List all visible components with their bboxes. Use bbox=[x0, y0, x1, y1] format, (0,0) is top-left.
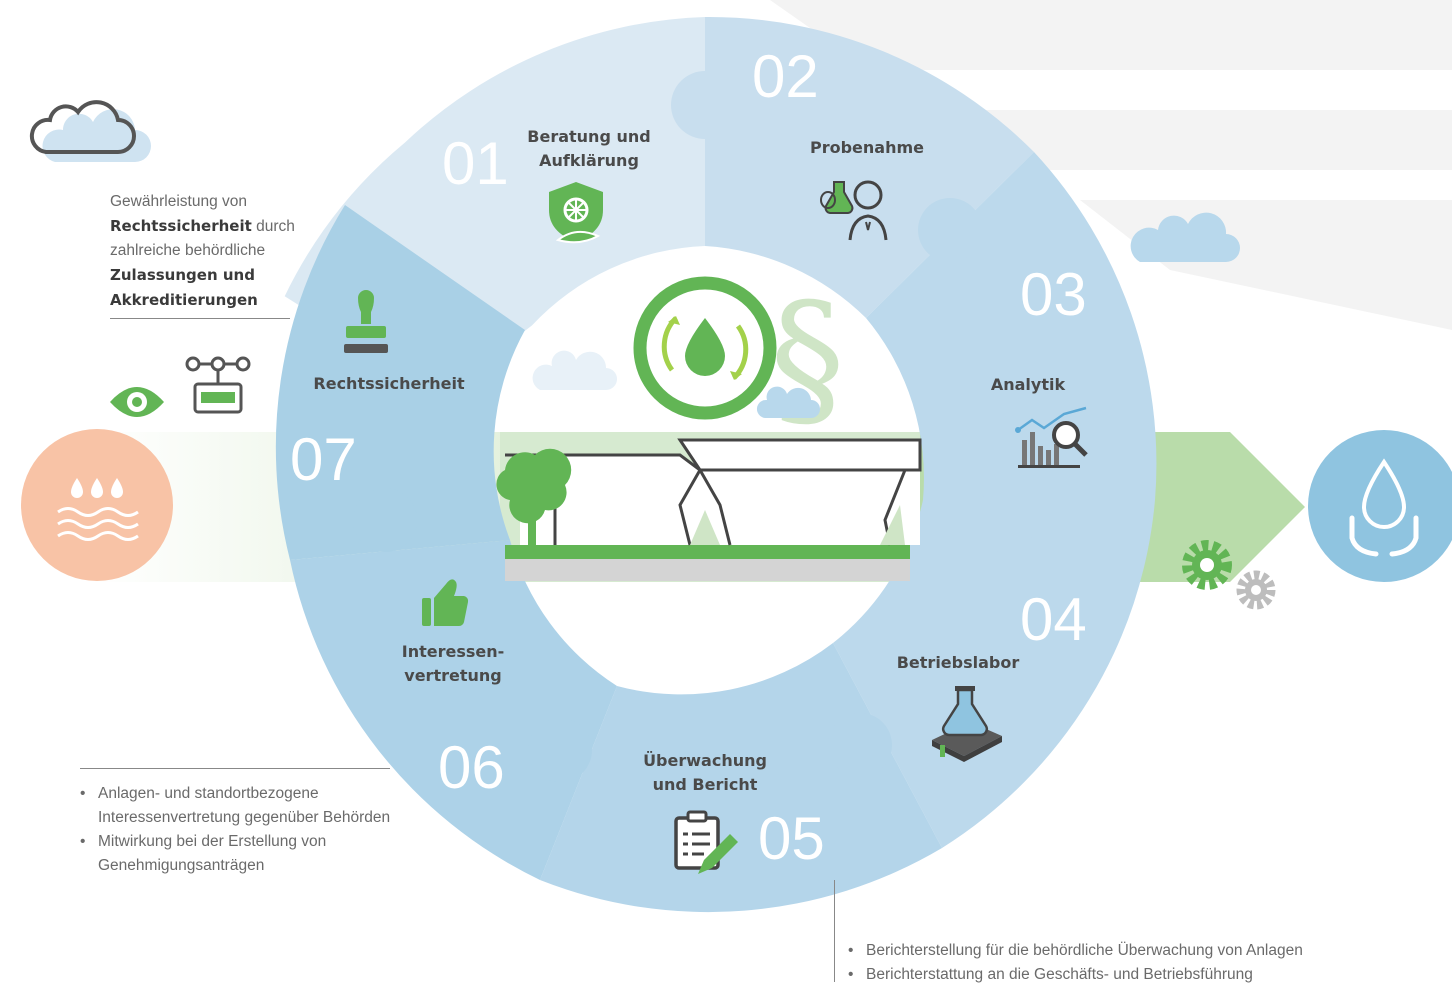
segment-number-07: 07 bbox=[290, 426, 357, 493]
paragraph-sign: § bbox=[770, 272, 845, 446]
segment-label-05b: und Bericht bbox=[653, 775, 758, 794]
segment-number-06: 06 bbox=[438, 734, 505, 801]
segment-label-01b: Aufklärung bbox=[539, 151, 639, 170]
clipboard-pen-icon bbox=[674, 810, 738, 874]
gears-icon bbox=[1182, 540, 1276, 610]
segment-label-07: Rechtssicherheit bbox=[313, 374, 465, 393]
clean-water-circle bbox=[1308, 430, 1452, 582]
segment-number-05: 05 bbox=[758, 805, 825, 872]
plant-illustration bbox=[496, 438, 922, 581]
chart-magnifier-icon bbox=[1015, 406, 1088, 468]
segment-04-shape bbox=[833, 500, 1155, 848]
segment-label-06a: Interessen- bbox=[402, 642, 505, 661]
list-item: Berichterstattung an die Geschäfts- und … bbox=[848, 963, 1408, 987]
shield-leaf-icon bbox=[549, 182, 603, 244]
intro-divider bbox=[110, 318, 290, 319]
intro-text-1: Gewährleistung von bbox=[110, 193, 247, 210]
list-item: Berichterstellung für die behördliche Üb… bbox=[848, 939, 1408, 963]
segment-label-05a: Überwachung bbox=[643, 751, 767, 770]
segment-number-04: 04 bbox=[1020, 586, 1087, 653]
intro-bold-1: Rechtssicherheit bbox=[110, 217, 252, 235]
list-item: Anlagen- und standortbezogene Interessen… bbox=[80, 782, 420, 830]
wastewater-circle bbox=[21, 429, 173, 581]
measuring-device-icon bbox=[185, 356, 251, 414]
right-notes-divider bbox=[834, 880, 835, 982]
segment-06-shape bbox=[290, 540, 617, 880]
water-cycle-icon bbox=[633, 276, 777, 420]
segment-number-02: 02 bbox=[752, 43, 819, 110]
segment-label-01a: Beratung und bbox=[527, 127, 650, 146]
cloud-icon bbox=[532, 350, 617, 390]
cloud-icon-outline bbox=[29, 100, 151, 162]
segment-03-shape bbox=[866, 152, 1157, 500]
eye-icon bbox=[110, 387, 164, 417]
notes-right-list: Berichterstellung für die behördliche Üb… bbox=[848, 939, 1408, 987]
notes-left-list: Anlagen- und standortbezogene Interessen… bbox=[80, 782, 420, 878]
list-item: Mitwirkung bei der Erstellung von Genehm… bbox=[80, 830, 420, 878]
scientist-flask-icon bbox=[820, 180, 888, 241]
thumbs-up-icon bbox=[422, 579, 469, 627]
segment-number-01: 01 bbox=[442, 130, 509, 197]
intro-text: Gewährleistung von Rechtssicherheit durc… bbox=[110, 190, 330, 313]
segment-label-03: Analytik bbox=[991, 375, 1066, 394]
intro-bold-2: Zulassungen und Akkreditierungen bbox=[110, 266, 258, 309]
intro-text-2: durch zahlreiche behördliche bbox=[110, 218, 295, 259]
segment-05-shape bbox=[540, 643, 942, 913]
segment-02-shape bbox=[705, 16, 1034, 318]
stamp-icon bbox=[344, 290, 388, 353]
segment-number-03: 03 bbox=[1020, 261, 1087, 328]
lab-book-flask-icon bbox=[932, 686, 1002, 762]
process-ring bbox=[275, 16, 1157, 913]
segment-07-shape bbox=[275, 205, 525, 560]
segment-label-04: Betriebslabor bbox=[897, 653, 1020, 672]
cloud-icon bbox=[1130, 212, 1240, 262]
segment-label-02: Probenahme bbox=[810, 138, 924, 157]
tree-icon bbox=[496, 448, 572, 524]
segment-label-06b: vertretung bbox=[404, 666, 501, 685]
left-notes-divider bbox=[80, 768, 390, 769]
cloud-icon bbox=[756, 386, 820, 418]
